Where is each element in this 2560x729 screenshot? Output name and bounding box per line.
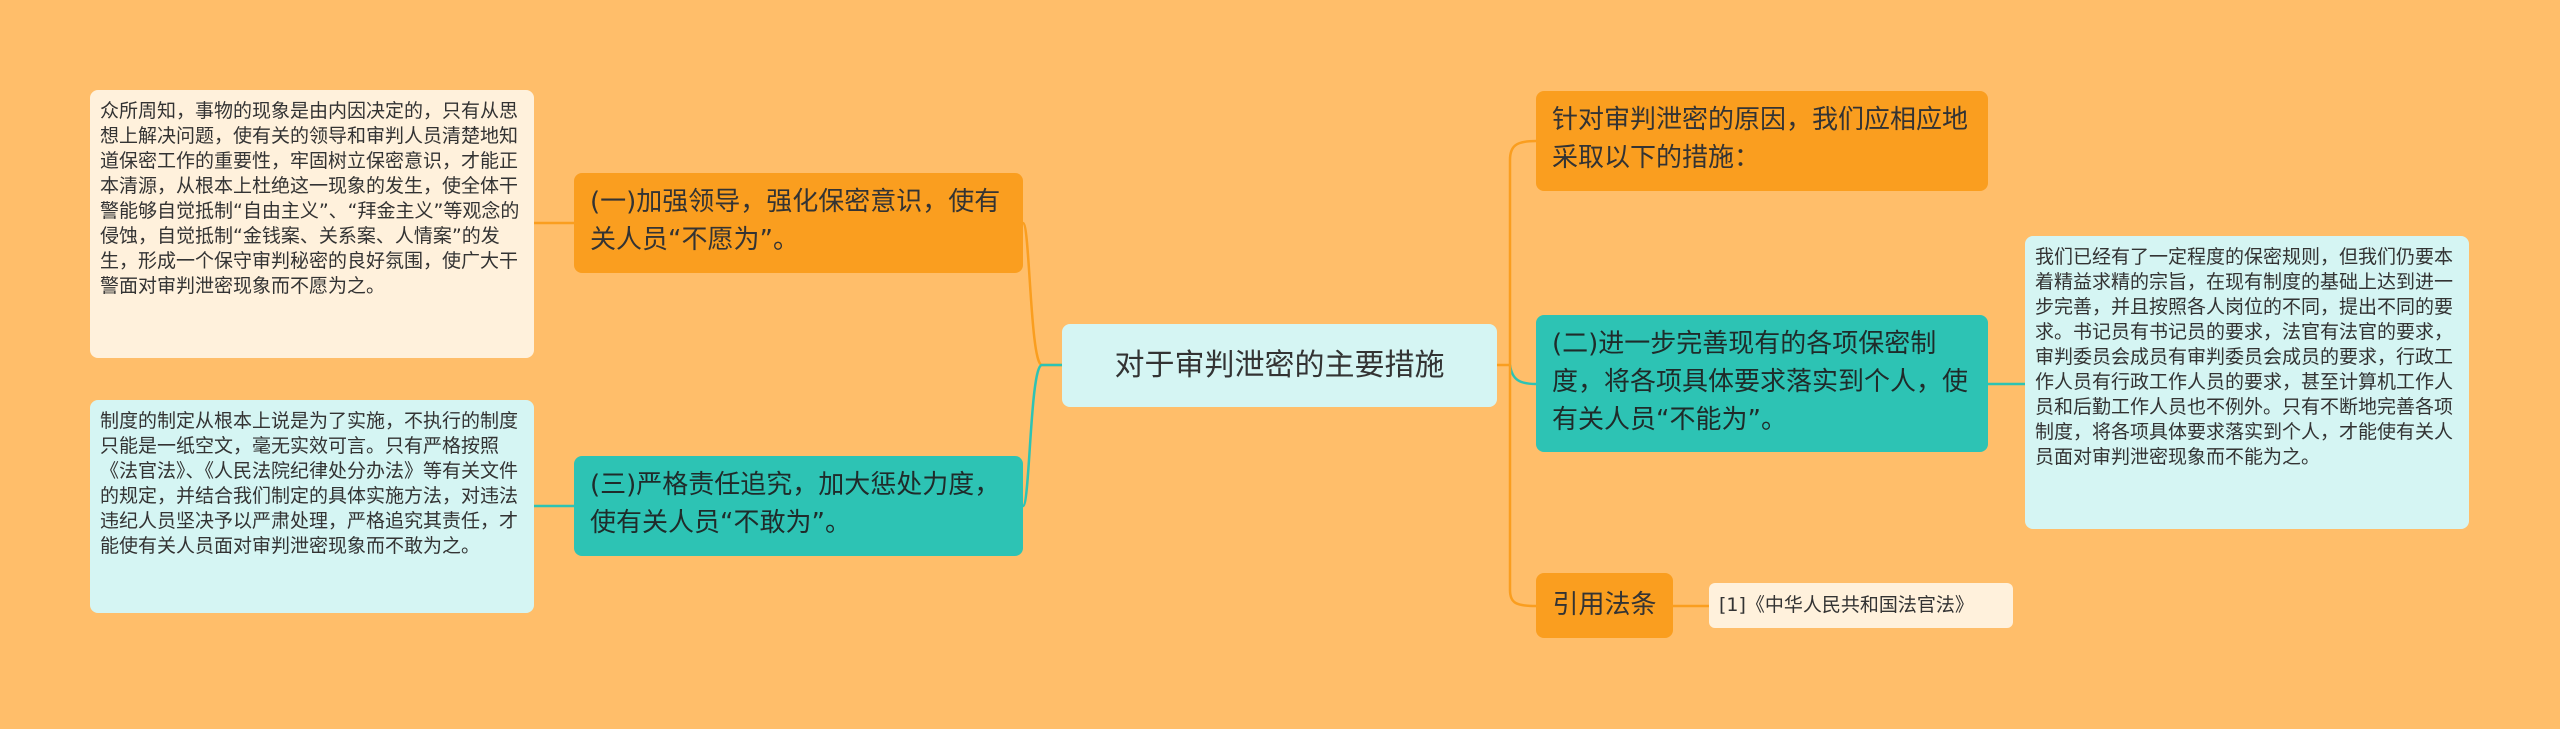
link-trunk-intro [1508,139,1537,365]
branch-cited-law[interactable]: 引用法条 [1536,573,1673,638]
link-trunk-improve [1508,364,1537,386]
link-center-strict [1021,363,1062,508]
detail-strengthen-leadership[interactable]: 众所周知，事物的现象是由内因决定的，只有从思想上解决问题，使有关的领导和审判人员… [90,90,534,358]
detail-cited-law-text: [1]《中华人民共和国法官法》 [1719,594,1974,616]
branch-improve-system-label: (二)进一步完善现有的各项保密制度，将各项具体要求落实到个人，使有关人员“不能为… [1552,329,1969,435]
detail-strict-accountability-text: 制度的制定从根本上说是为了实施，不执行的制度只能是一纸空文，毫无实效可言。只有严… [100,410,519,557]
detail-improve-system[interactable]: 我们已经有了一定程度的保密规则，但我们仍要本着精益求精的宗旨，在现有制度的基础上… [2025,236,2469,529]
link-trunk-cite [1508,365,1537,608]
central-topic-label: 对于审判泄密的主要措施 [1114,348,1445,383]
central-topic[interactable]: 对于审判泄密的主要措施 [1062,324,1497,407]
branch-improve-system[interactable]: (二)进一步完善现有的各项保密制度，将各项具体要求落实到个人，使有关人员“不能为… [1536,315,1988,452]
branch-intro-measures[interactable]: 针对审判泄密的原因，我们应相应地采取以下的措施： [1536,91,1988,191]
detail-strict-accountability[interactable]: 制度的制定从根本上说是为了实施，不执行的制度只能是一纸空文，毫无实效可言。只有严… [90,400,534,613]
branch-strengthen-leadership-label: (一)加强领导，强化保密意识，使有关人员“不愿为”。 [590,187,1001,255]
detail-improve-system-text: 我们已经有了一定程度的保密规则，但我们仍要本着精益求精的宗旨，在现有制度的基础上… [2035,246,2454,468]
detail-cited-law[interactable]: [1]《中华人民共和国法官法》 [1709,583,2013,628]
branch-strict-accountability-label: (三)严格责任追究，加大惩处力度，使有关人员“不敢为”。 [590,470,1001,538]
link-center-lead [1021,221,1062,367]
branch-strict-accountability[interactable]: (三)严格责任追究，加大惩处力度，使有关人员“不敢为”。 [574,456,1023,556]
branch-cited-law-label: 引用法条 [1552,590,1657,620]
detail-strengthen-leadership-text: 众所周知，事物的现象是由内因决定的，只有从思想上解决问题，使有关的领导和审判人员… [100,100,520,297]
branch-intro-measures-label: 针对审判泄密的原因，我们应相应地采取以下的措施： [1552,105,1969,173]
branch-strengthen-leadership[interactable]: (一)加强领导，强化保密意识，使有关人员“不愿为”。 [574,173,1023,273]
